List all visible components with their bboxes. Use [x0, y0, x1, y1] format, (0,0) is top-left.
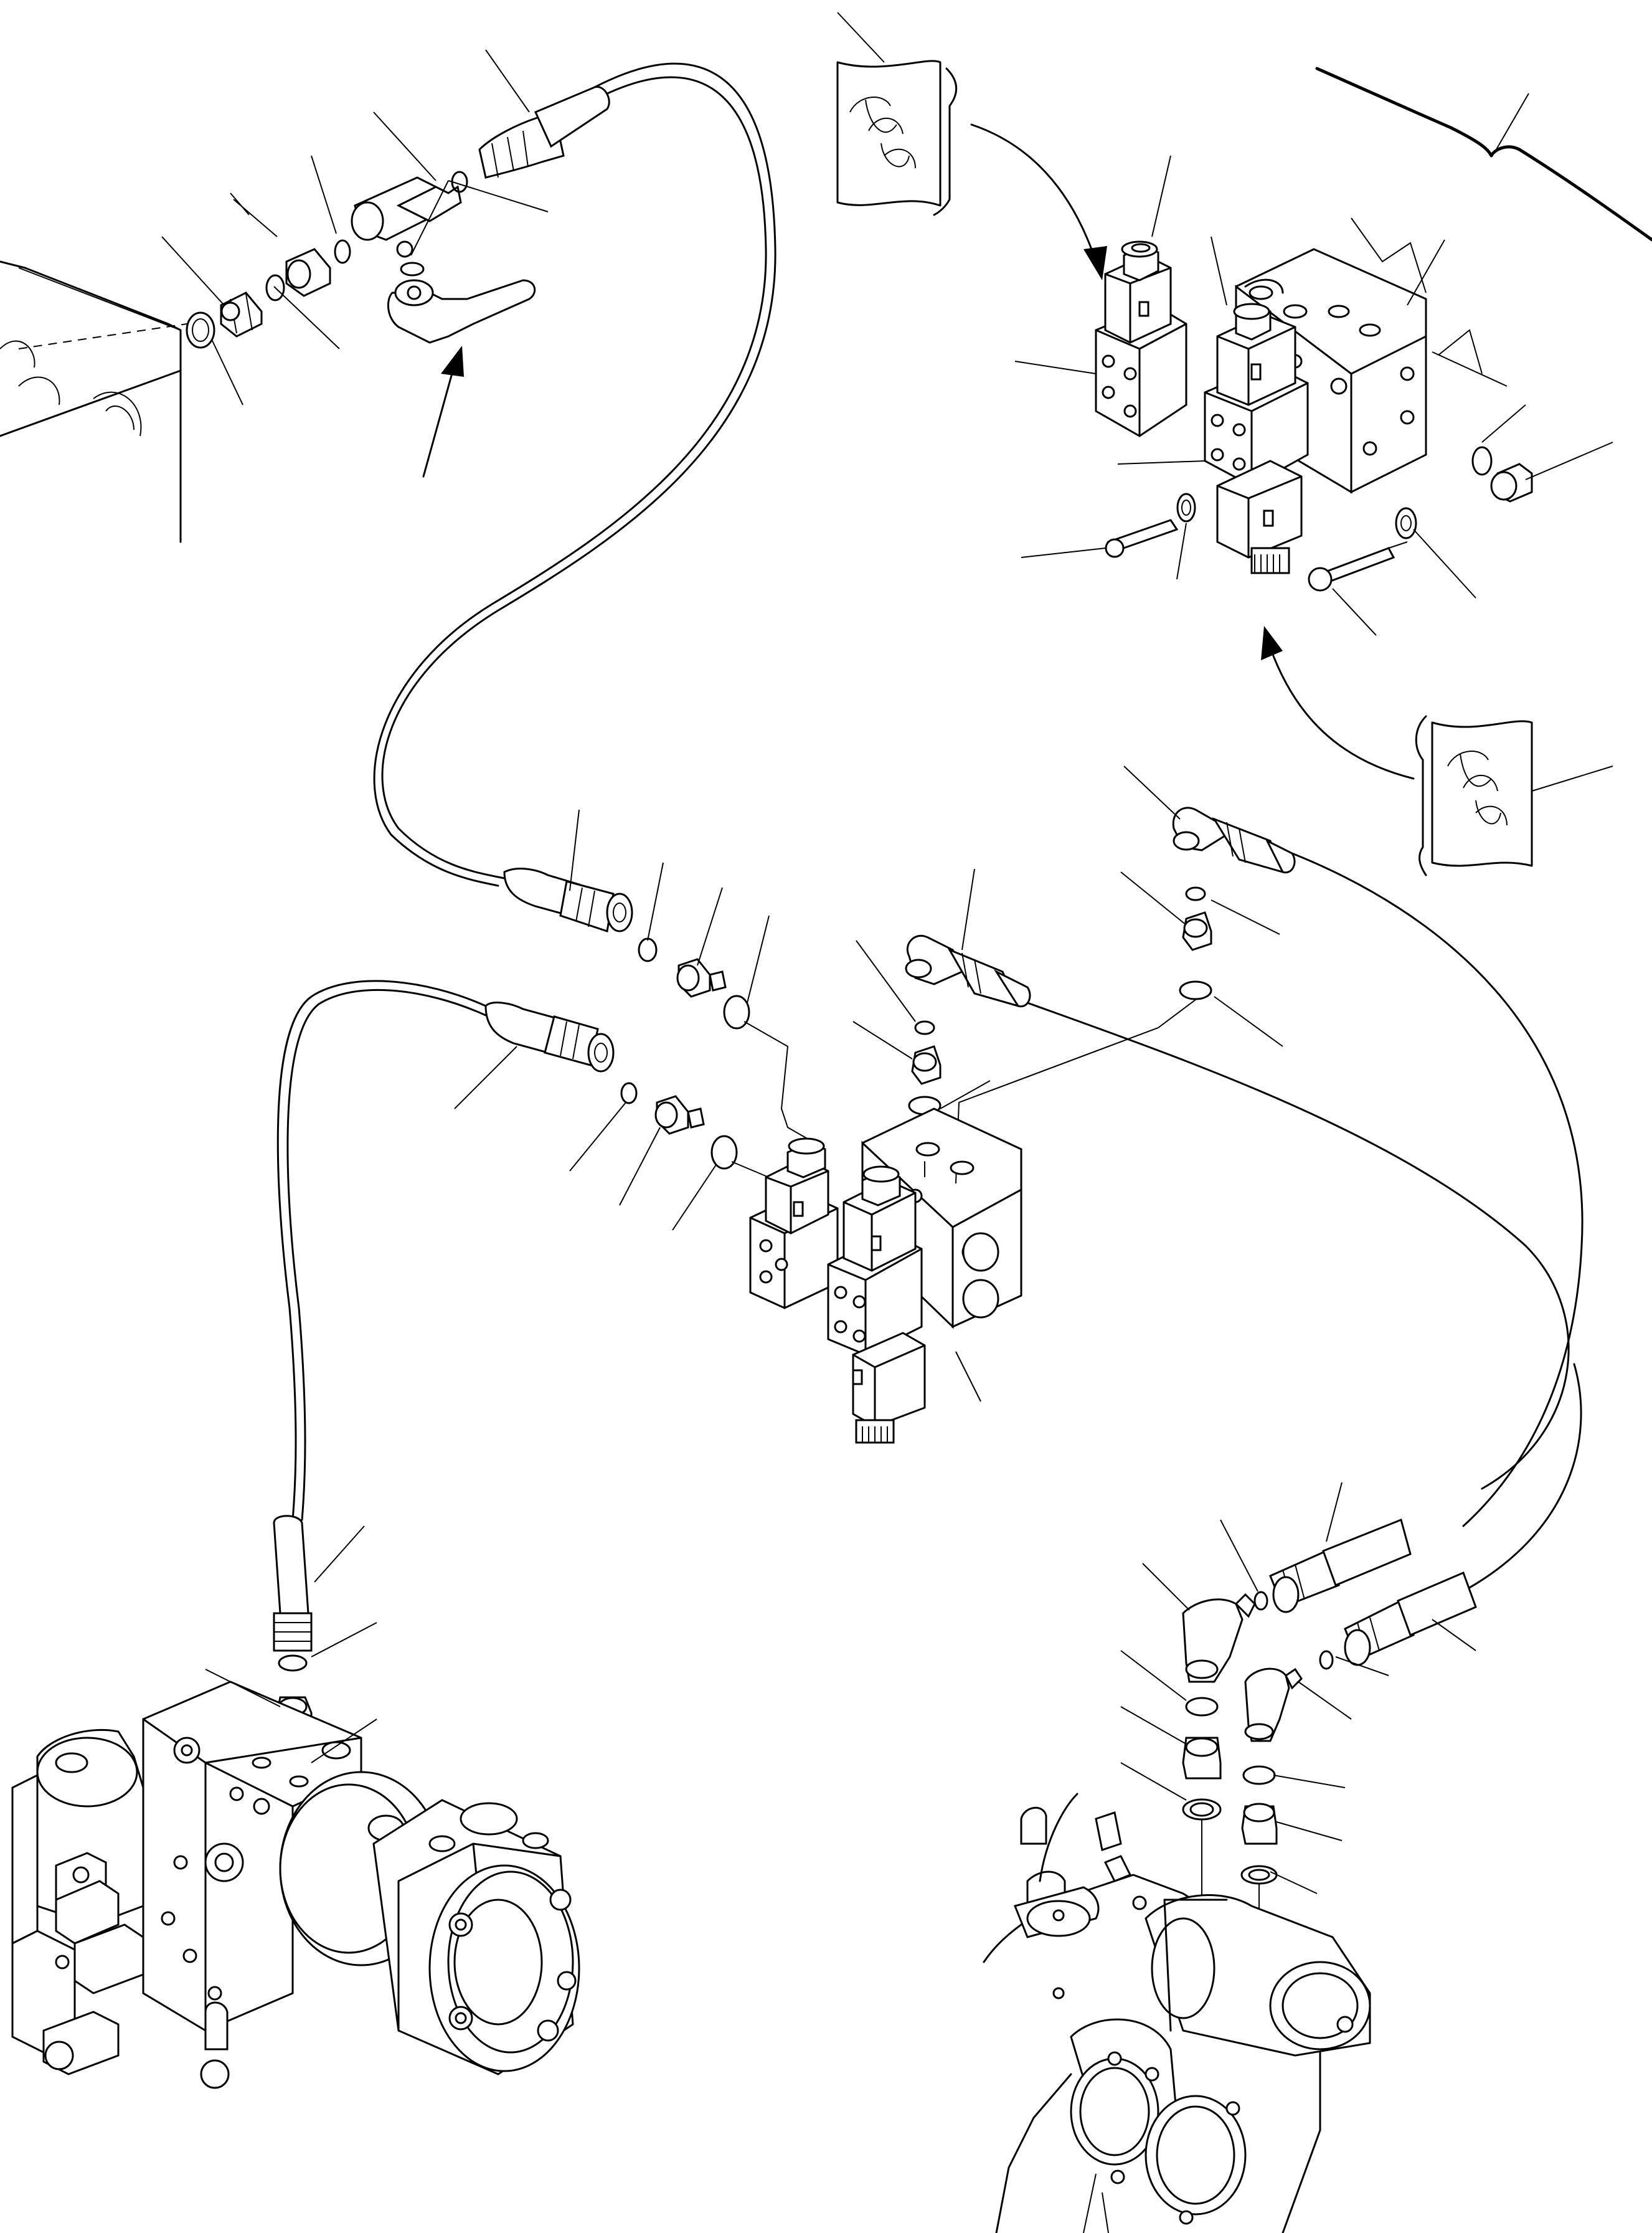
sealant-application-symbol-right — [1261, 626, 1613, 876]
upper-right-solenoid-valve-assembly — [1014, 67, 1652, 636]
lower-right-motor-fittings — [983, 1482, 1477, 2233]
upper-left-block-fittings — [0, 49, 610, 543]
lower-left-hydraulic-pump — [11, 1515, 580, 2089]
hose-lines — [276, 62, 1584, 1596]
center-solenoid-valve-assembly — [454, 766, 1296, 1444]
sealant-application-symbol-top — [836, 12, 1107, 280]
